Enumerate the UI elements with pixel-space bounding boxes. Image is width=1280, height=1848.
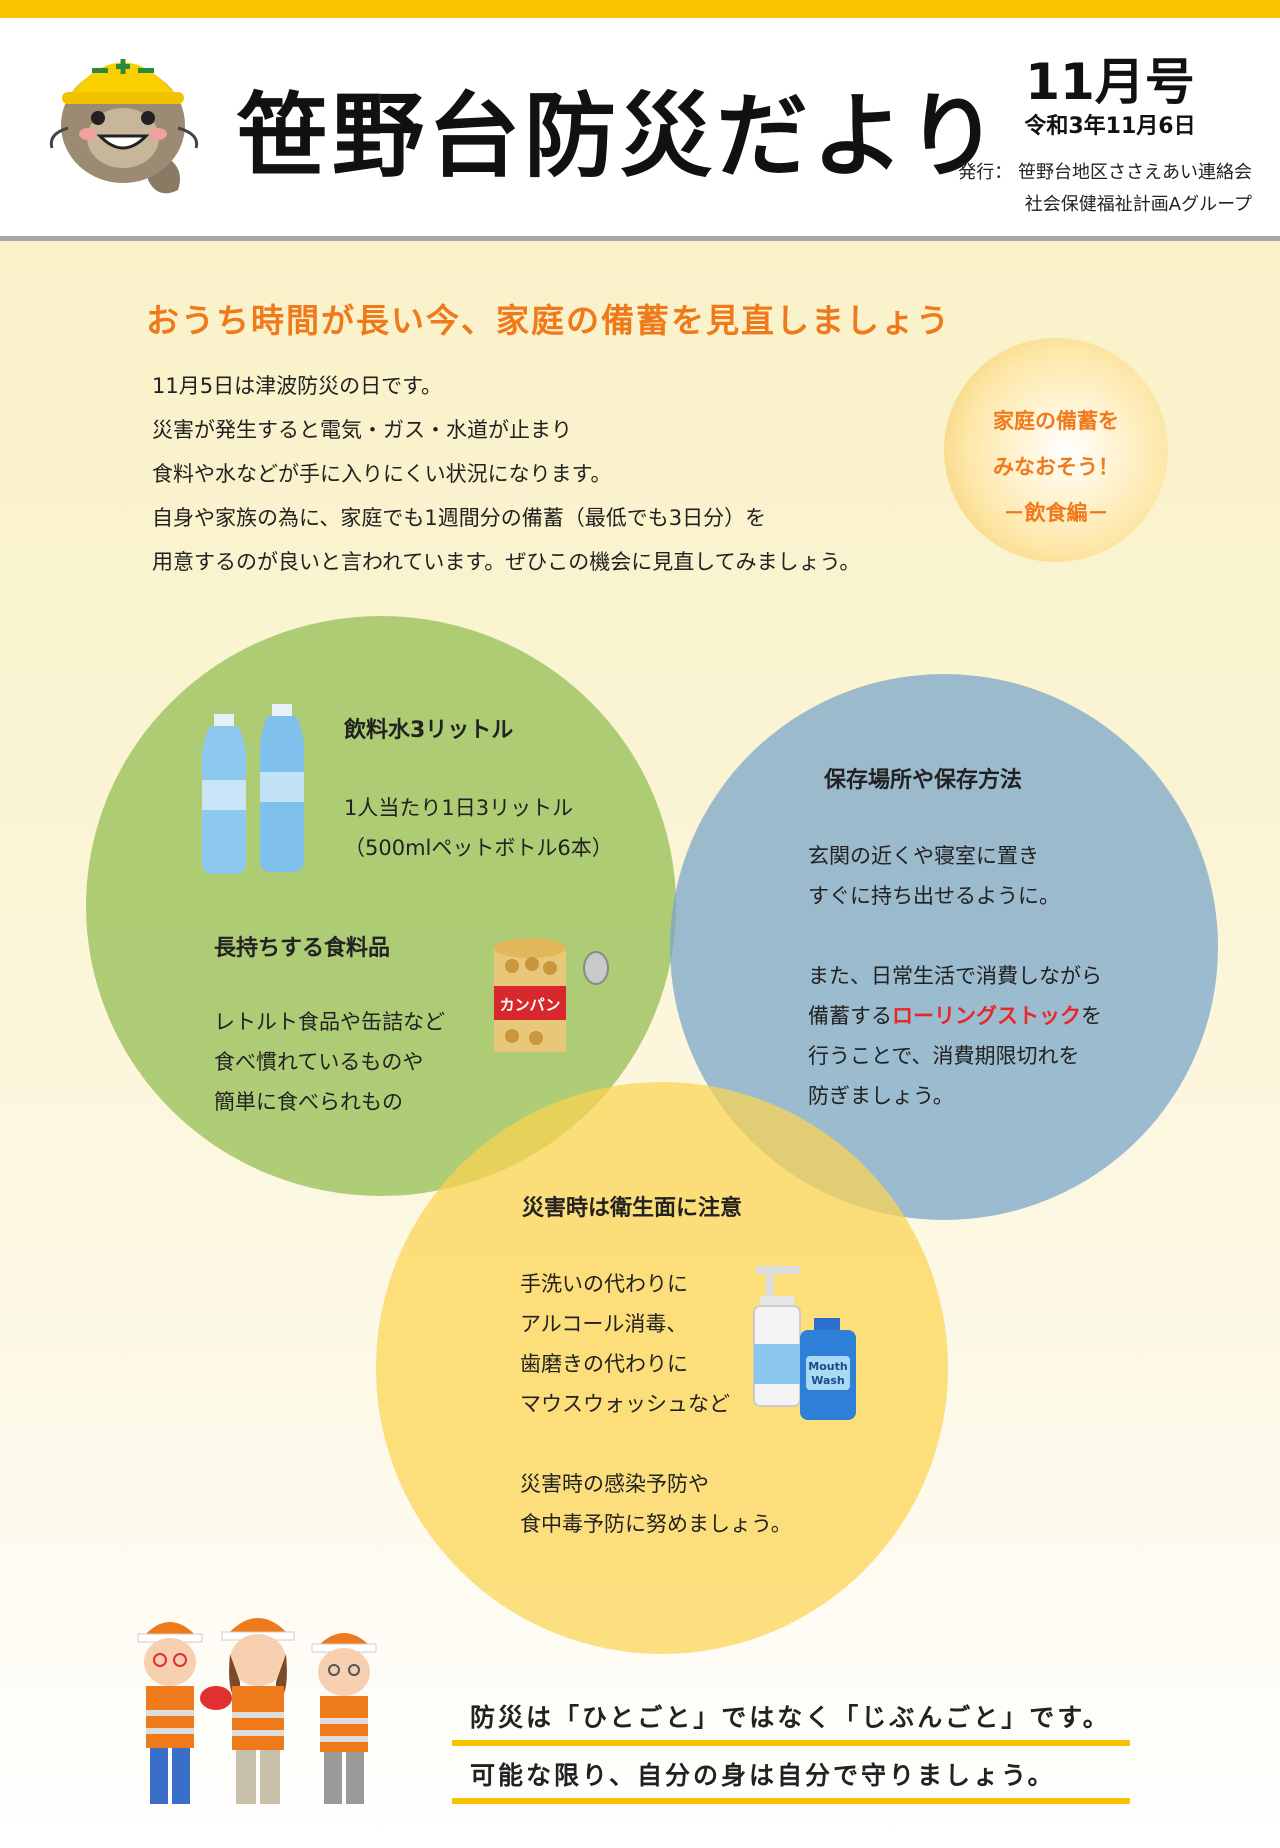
food-line: レトルト食品や缶詰など	[214, 1010, 445, 1034]
kanpan-can-icon: カンパン	[494, 938, 609, 1052]
food-line: 簡単に食べられもの	[214, 1090, 403, 1114]
rolling-line: 備蓄するローリングストックを	[808, 996, 1102, 1036]
food-line: 食べ慣れているものや	[214, 1050, 424, 1074]
intro-line: 11月5日は津波防災の日です。	[152, 374, 442, 398]
water-text: 1人当たり1日3リットル （500mlペットボトル6本）	[344, 788, 613, 868]
catfish-mascot-icon	[49, 59, 199, 194]
water-title: 飲料水3リットル	[344, 718, 514, 743]
publisher-line-2: 社会保健福祉計画Aグループ	[1024, 194, 1252, 215]
intro-line: 災害が発生すると電気・ガス・水道が止まり	[152, 418, 572, 442]
food-title: 長持ちする食料品	[214, 936, 391, 961]
intro-line: 用意するのが良いと言われています。ぜひこの機会に見直してみましょう。	[152, 550, 861, 574]
hygiene-text: 手洗いの代わりに アルコール消毒、 歯磨きの代わりに マウスウォッシュなど	[520, 1264, 730, 1424]
hygiene-line: マウスウォッシュなど	[520, 1392, 730, 1416]
footer-line-2: 可能な限り、自分の身は自分で守りましょう。	[470, 1761, 1056, 1790]
badge-watercolor-circle	[944, 338, 1168, 562]
top-accent-bar	[0, 0, 1280, 18]
hygiene-line: アルコール消毒、	[520, 1312, 688, 1336]
rolling-line: また、日常生活で消費しながら	[808, 964, 1102, 988]
main-headline: おうち時間が長い今、家庭の備蓄を見直しましょう	[146, 301, 951, 340]
hygiene-text-2: 災害時の感染予防や 食中毒予防に努めましょう。	[520, 1464, 792, 1544]
rolling-stock-text: また、日常生活で消費しながら 備蓄するローリングストックを 行うことで、消費期限…	[808, 956, 1102, 1116]
publisher-line-1: 発行： 笹野台地区ささえあい連絡会	[958, 162, 1252, 183]
issue-number: 11月号	[1025, 53, 1195, 111]
hygiene-line: 手洗いの代わりに	[520, 1272, 688, 1296]
intro-line: 自身や家族の為に、家庭でも1週間分の備蓄（最低でも3日分）を	[152, 506, 767, 530]
footer-line-1: 防災は「ひとごと」ではなく「じぶんごと」です。	[470, 1703, 1111, 1732]
issue-date: 令和3年11月6日	[1024, 114, 1196, 139]
mouthwash-label-1: Mouth	[808, 1360, 847, 1373]
rolling-prefix: 備蓄する	[808, 1004, 892, 1028]
food-text: レトルト食品や缶詰など 食べ慣れているものや 簡単に食べられもの	[214, 1002, 445, 1122]
footer-underline-1	[452, 1740, 1130, 1746]
water-line: （500mlペットボトル6本）	[344, 836, 613, 860]
footer-underline-2	[452, 1798, 1130, 1804]
sanitizer-mouthwash-icon: Mouth Wash	[753, 1266, 856, 1420]
hygiene-line: 災害時の感染予防や	[520, 1472, 709, 1496]
intro-line: 食料や水などが手に入りにくい状況になります。	[152, 462, 612, 486]
hygiene-line: 歯磨きの代わりに	[520, 1352, 688, 1376]
storage-title: 保存場所や保存方法	[824, 768, 1023, 793]
rolling-suffix: を	[1081, 1004, 1102, 1028]
mouthwash-label-2: Wash	[811, 1374, 845, 1387]
storage-text: 玄関の近くや寝室に置き すぐに持ち出せるように。	[808, 836, 1060, 916]
header	[0, 18, 1280, 236]
volunteers-illustration-icon	[137, 1618, 377, 1804]
badge-line: －飲食編－	[1003, 501, 1109, 525]
storage-line: 玄関の近くや寝室に置き	[808, 844, 1039, 868]
newsletter-title: 笹野台防災だより	[236, 83, 1003, 190]
rolling-stock-highlight: ローリングストック	[892, 1004, 1081, 1028]
rolling-line: 行うことで、消費期限切れを	[808, 1044, 1080, 1068]
hygiene-title: 災害時は衛生面に注意	[522, 1196, 743, 1221]
hygiene-line: 食中毒予防に努めましょう。	[520, 1512, 792, 1536]
badge-text: 家庭の備蓄を みなおそう！ －飲食編－	[944, 398, 1168, 536]
water-bottles-icon	[202, 704, 304, 874]
badge-line: 家庭の備蓄を	[993, 409, 1119, 433]
header-divider	[0, 236, 1280, 241]
intro-paragraph: 11月5日は津波防災の日です。 災害が発生すると電気・ガス・水道が止まり 食料や…	[152, 364, 860, 584]
can-label: カンパン	[500, 996, 561, 1014]
rolling-line: 防ぎましょう。	[808, 1084, 954, 1108]
water-line: 1人当たり1日3リットル	[344, 796, 574, 820]
storage-line: すぐに持ち出せるように。	[808, 884, 1060, 908]
badge-line: みなおそう！	[993, 455, 1119, 479]
